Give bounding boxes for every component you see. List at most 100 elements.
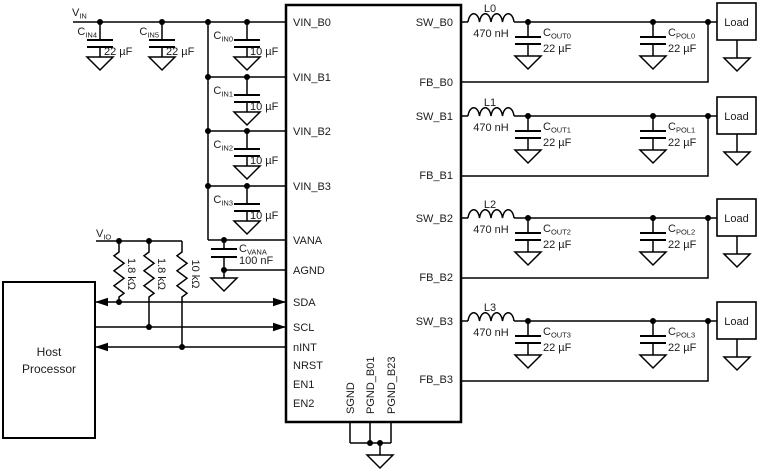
ground-icon [232, 111, 262, 127]
load-label: Load [724, 213, 748, 225]
cap-ref: COUT0 [543, 27, 571, 41]
output-stage-b3: L3 470 nH COUT3 22 µF CPOL3 22 µF Load [461, 301, 757, 382]
junction-dot [116, 299, 122, 305]
ground-icon [365, 454, 395, 470]
ground-icon [638, 55, 668, 71]
capacitor-plates-icon [515, 130, 541, 139]
ic-pin-sw-b1: SW_B1 [416, 111, 453, 123]
load-block: Load [716, 2, 757, 73]
ground-stub-wires [349, 422, 392, 455]
arrowhead-right-icon [273, 297, 286, 307]
junction-dot [705, 19, 711, 25]
ic-pin-sda: SDA [293, 297, 316, 309]
inductor-coil-icon [467, 209, 515, 219]
host-processor-box [2, 281, 96, 439]
resistor-zigzag-icon [175, 241, 189, 347]
junction-dot [705, 318, 711, 324]
vin-label: VIN [72, 7, 87, 21]
ground-icon [722, 253, 752, 269]
resistor-zigzag-icon [142, 241, 156, 327]
cap-value: 10 µF [250, 210, 279, 222]
ground-icon [232, 56, 262, 72]
ic-pin-scl: SCL [293, 322, 314, 334]
ic-block: VIN_B0 VIN_B1 VIN_B2 VIN_B3 VANA AGND SD… [284, 3, 463, 470]
junction-dot [146, 324, 152, 330]
capacitor-cpol: CPOL3 22 µF [638, 321, 697, 370]
arrowhead-left-icon [95, 342, 108, 352]
capacitor-plates-icon [515, 232, 541, 241]
ground-icon [513, 251, 543, 267]
ground-icon [147, 56, 177, 72]
ground-icon [638, 149, 668, 165]
ic-pin-sw-b2: SW_B2 [416, 213, 453, 225]
ground-icon [513, 55, 543, 71]
cap-ref: COUT1 [543, 121, 571, 135]
capacitor-plates-icon [211, 248, 237, 258]
capacitor-cpol: CPOL1 22 µF [638, 116, 697, 165]
capacitor-plates-icon [234, 94, 260, 103]
fb-wire [461, 321, 709, 382]
ic-pin-pgnd-b23: PGND_B23 [386, 357, 398, 414]
cap-value: 100 nF [239, 255, 274, 267]
junction-dot [705, 215, 711, 221]
cap-ref: CPOL1 [668, 121, 695, 135]
ground-icon [232, 220, 262, 236]
fb-wire [461, 22, 709, 83]
ic-pin-vin-b3: VIN_B3 [293, 181, 331, 193]
arrowhead-right-icon [273, 322, 286, 332]
inductor-coil-icon [467, 312, 515, 322]
capacitor-cpol: CPOL0 22 µF [638, 22, 697, 71]
fb-wire [461, 218, 709, 279]
fb-wire [461, 116, 709, 177]
capacitor-cout: COUT0 22 µF [513, 22, 572, 71]
cap-ref: COUT3 [543, 326, 571, 340]
load-block: Load [716, 96, 757, 167]
junction-dot [205, 183, 211, 189]
capacitor-plates-icon [640, 130, 666, 139]
cap-ref: CPOL3 [668, 326, 695, 340]
ground-icon [513, 354, 543, 370]
capacitor-cin2: CIN2 10 µF [213, 131, 279, 181]
cap-ref: CIN0 [213, 30, 233, 44]
cap-ref: CPOL2 [668, 223, 695, 237]
output-stage-b2: L2 470 nH COUT2 22 µF CPOL2 22 µF Load [461, 198, 757, 279]
cap-value: 22 µF [668, 137, 697, 149]
ground-icon [638, 251, 668, 267]
cap-ref: CPOL0 [668, 27, 695, 41]
ic-pin-fb-b1: FB_B1 [419, 170, 453, 182]
ic-pin-fb-b0: FB_B0 [419, 77, 453, 89]
load-label: Load [724, 316, 748, 328]
load-block: Load [716, 198, 757, 269]
inductor-value: 470 nH [473, 122, 509, 134]
cap-value: 10 µF [250, 101, 279, 113]
capacitor-plates-icon [234, 39, 260, 48]
capacitor-cin4: CIN4 22 µF [77, 22, 133, 72]
inductor-value: 470 nH [473, 327, 509, 339]
capacitor-plates-icon [87, 39, 113, 48]
cap-value: 22 µF [543, 239, 572, 251]
ground-icon [722, 356, 752, 372]
junction-dot [205, 74, 211, 80]
cap-value: 22 µF [104, 46, 133, 58]
cap-ref: CIN2 [213, 139, 233, 153]
capacitor-plates-icon [640, 36, 666, 45]
ic-pin-vin-b0: VIN_B0 [293, 17, 331, 29]
ground-icon [232, 165, 262, 181]
resistor-value: 10 kΩ [189, 259, 201, 288]
capacitor-cin1: CIN1 10 µF [213, 77, 279, 127]
resistor-zigzag-icon [112, 241, 126, 302]
cap-ref: CVANA [239, 243, 267, 257]
inductor-value: 470 nH [473, 28, 509, 40]
ic-pin-sgnd: SGND [345, 382, 357, 414]
ground-icon [722, 57, 752, 73]
inductor-ref: L2 [484, 199, 496, 211]
capacitor-plates-icon [640, 335, 666, 344]
ic-pin-sw-b0: SW_B0 [416, 17, 453, 29]
ground-icon [638, 354, 668, 370]
ic-pin-vana: VANA [293, 235, 323, 247]
load-label: Load [724, 17, 748, 29]
capacitor-plates-icon [640, 232, 666, 241]
capacitor-cin0: CIN0 10 µF [213, 22, 279, 72]
ic-pin-pgnd-b01: PGND_B01 [365, 357, 377, 414]
